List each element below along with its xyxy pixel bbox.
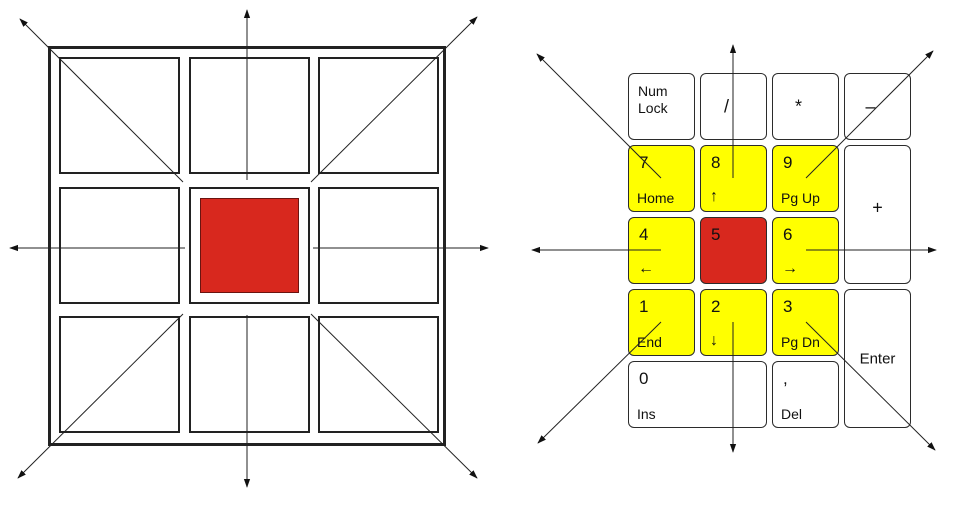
key-minus-label: – — [865, 96, 876, 116]
key-enter[interactable]: Enter — [844, 289, 911, 428]
key-plus[interactable]: + — [844, 145, 911, 284]
key-5-main: 5 — [711, 225, 721, 244]
key-7-home[interactable]: 7 Home — [628, 145, 695, 212]
grid-cell-right — [318, 187, 439, 304]
key-divide[interactable]: / — [700, 73, 767, 140]
key-decimal-del[interactable]: , Del — [772, 361, 839, 428]
key-multiply[interactable]: * — [772, 73, 839, 140]
key-9-sub: Pg Up — [781, 190, 820, 206]
key-decimal-sub: Del — [781, 406, 803, 422]
key-6-main: 6 — [783, 225, 793, 244]
key-7-sub: Home — [637, 190, 675, 206]
key-decimal-main: , — [783, 369, 788, 388]
key-8-up[interactable]: 8 ↑ — [700, 145, 767, 212]
key-4-left[interactable]: 4 ← — [628, 217, 695, 284]
key-2-main: 2 — [711, 297, 721, 316]
key-0-main: 0 — [639, 369, 649, 388]
key-plus-label: + — [872, 197, 883, 218]
arrow-down-icon: ↓ — [710, 332, 718, 349]
arrow-left-icon: ← — [638, 260, 654, 277]
key-3-pgdn[interactable]: 3 Pg Dn — [772, 289, 839, 356]
key-multiply-label: * — [794, 96, 802, 116]
grid-cell-center — [189, 187, 310, 304]
grid-cell-top — [189, 57, 310, 174]
key-enter-label: Enter — [859, 350, 896, 367]
grid-cell-bottom — [189, 316, 310, 433]
grid-cell-bottom-left — [59, 316, 180, 433]
key-1-sub: End — [637, 334, 662, 350]
key-5[interactable]: 5 — [700, 217, 767, 284]
center-square — [200, 198, 299, 293]
key-8-main: 8 — [711, 153, 721, 172]
key-divide-label: / — [723, 96, 729, 116]
key-9-pgup[interactable]: 9 Pg Up — [772, 145, 839, 212]
grid-cell-left — [59, 187, 180, 304]
grid-cell-top-left — [59, 57, 180, 174]
key-1-main: 1 — [639, 297, 649, 316]
arrow-right-icon: → — [782, 260, 798, 277]
key-7-main: 7 — [639, 153, 649, 172]
key-4-main: 4 — [639, 225, 649, 244]
direction-grid — [48, 46, 446, 446]
key-minus[interactable]: – — [844, 73, 911, 140]
grid-cell-bottom-right — [318, 316, 439, 433]
key-0-ins[interactable]: 0 Ins — [628, 361, 767, 428]
key-3-sub: Pg Dn — [781, 334, 820, 350]
key-1-end[interactable]: 1 End — [628, 289, 695, 356]
key-0-sub: Ins — [637, 406, 656, 422]
arrow-up-icon: ↑ — [710, 188, 718, 205]
key-9-main: 9 — [783, 153, 793, 172]
key-6-right[interactable]: 6 → — [772, 217, 839, 284]
grid-cell-top-right — [318, 57, 439, 174]
key-2-down[interactable]: 2 ↓ — [700, 289, 767, 356]
key-3-main: 3 — [783, 297, 793, 316]
